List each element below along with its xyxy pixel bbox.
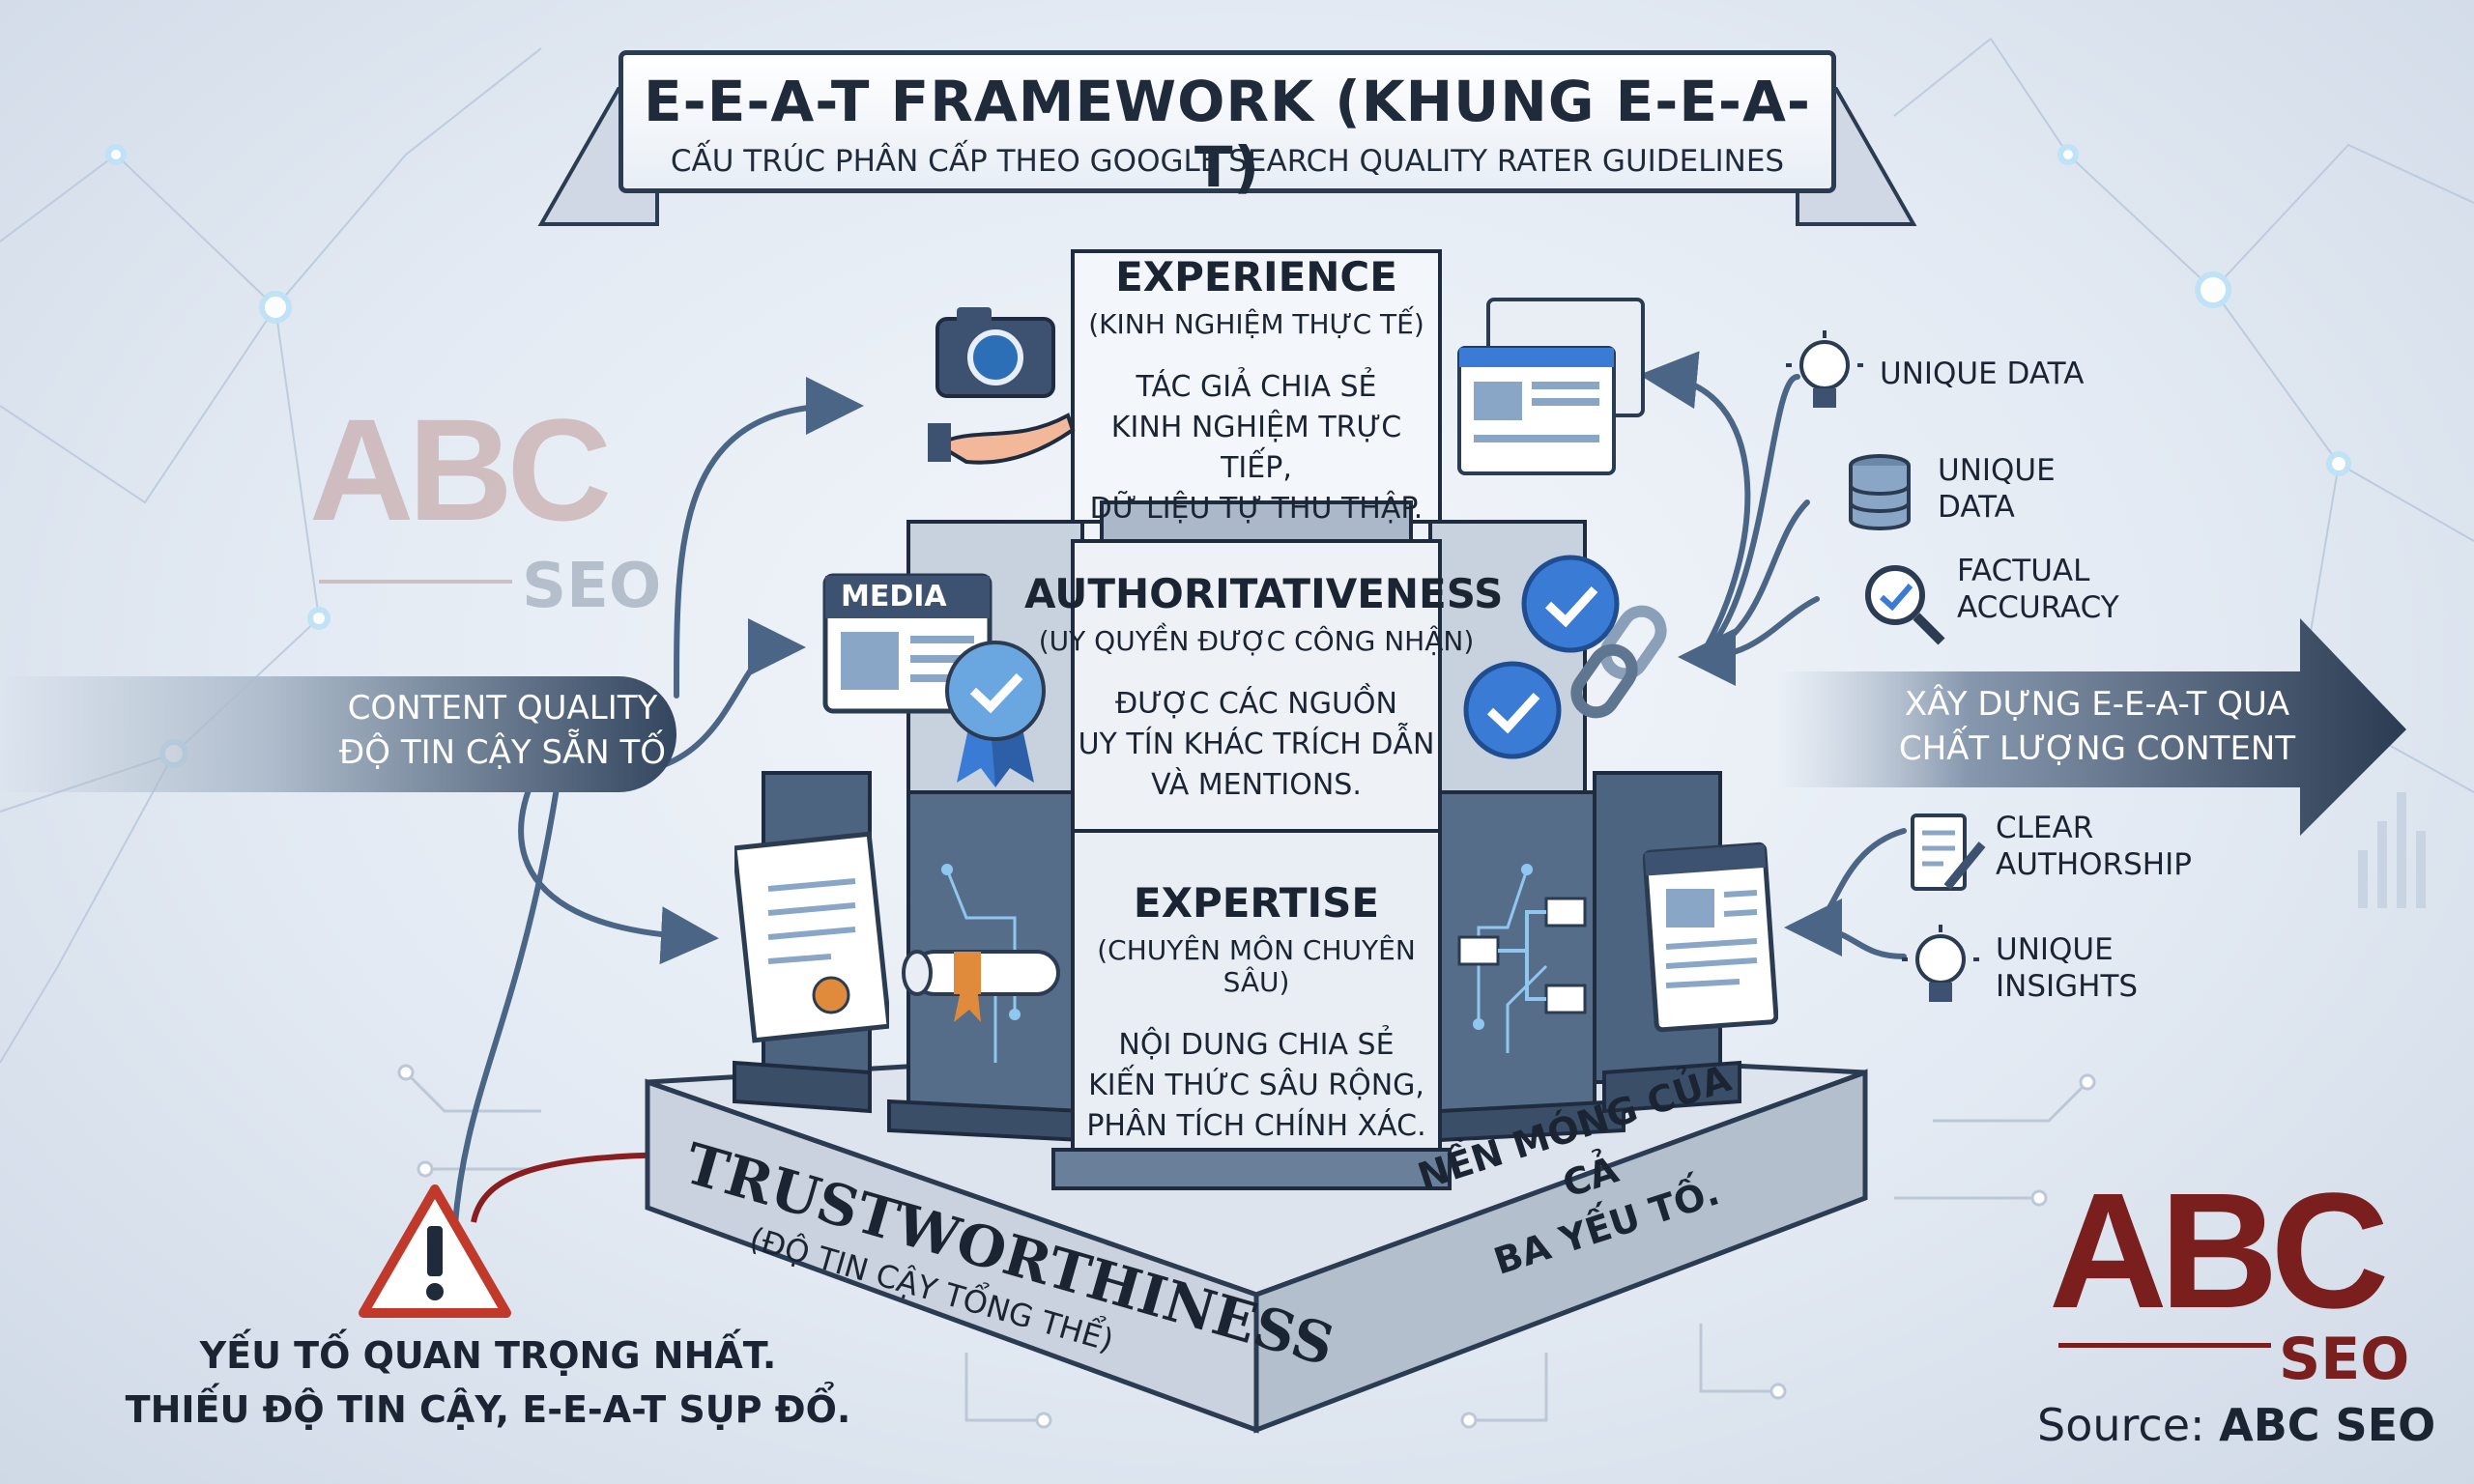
expertise-line: NỘI DUNG CHIA SẺ (1118, 1028, 1395, 1062)
right-item-line: DATA (1938, 490, 2015, 525)
logo-watermark: ABC (309, 388, 612, 551)
content-quality-label: CONTENT QUALITY ĐỘ TIN CẬY SẴN TỐ (309, 686, 696, 775)
build-eeat-line: CHẤT LƯỢNG CONTENT (1898, 729, 2296, 768)
content-quality-line: CONTENT QUALITY (347, 689, 658, 728)
expertise-description: NỘI DUNG CHIA SẺ KIẾN THỨC SÂU RỘNG, PHÂ… (1063, 1025, 1450, 1147)
source-prefix: Source: (2037, 1399, 2205, 1451)
right-item-line: UNIQUE (1938, 453, 2056, 488)
content-quality-bar (0, 676, 676, 792)
authoritativeness-line: VÀ MENTIONS. (1151, 768, 1362, 802)
title-banner: E-E-A-T FRAMEWORK (KHUNG E-E-A-T) CẤU TR… (537, 50, 1917, 226)
right-item-factual-accuracy: FACTUAL ACCURACY (1957, 553, 2119, 626)
verified-check-icon (1521, 555, 1620, 653)
chain-link-icon (1570, 605, 1667, 719)
document-pen-icon (1911, 813, 1986, 891)
experience-panel: EXPERIENCE (KINH NGHIỆM THỰC TẾ) TÁC GIẢ… (1073, 253, 1440, 529)
flowchart-icon (1457, 897, 1587, 1014)
right-item-clear-authorship: CLEAR AUTHORSHIP (1996, 810, 2192, 883)
expertise-line: PHÂN TÍCH CHÍNH XÁC. (1086, 1109, 1426, 1143)
logo-main: ABC (2049, 1159, 2389, 1343)
lightbulb-icon (1902, 925, 1979, 1002)
logo-watermark-sub: SEO (522, 551, 662, 622)
right-item-line: CLEAR (1996, 811, 2094, 845)
expertise-panel: EXPERTISE (CHUYÊN MÔN CHUYÊN SÂU) NỘI DU… (1063, 879, 1450, 1147)
database-icon (1849, 454, 1911, 530)
warning-line: YẾU TỐ QUAN TRỌNG NHẤT. (199, 1334, 777, 1377)
authoritativeness-subheading: (UY QUYỀN ĐƯỢC CÔNG NHẬN) (1038, 625, 1475, 657)
experience-heading: EXPERIENCE (1115, 253, 1397, 300)
camera-hand-icon (928, 307, 1076, 465)
right-item-line: AUTHORSHIP (1996, 847, 2192, 882)
experience-subheading: (KINH NGHIỆM THỰC TẾ) (1088, 308, 1424, 340)
authoritativeness-description: ĐƯỢC CÁC NGUỒN UY TÍN KHÁC TRÍCH DẪN VÀ … (1024, 684, 1488, 806)
right-item-unique-data: UNIQUE DATA (1880, 356, 2084, 392)
right-item-line: INSIGHTS (1996, 969, 2139, 1004)
source-line: Source: ABC SEO (2037, 1399, 2435, 1451)
build-eeat-label: XÂY DỰNG E-E-A-T QUA CHẤT LƯỢNG CONTENT (1875, 682, 2319, 771)
expertise-heading: EXPERTISE (1133, 879, 1380, 927)
warning-icon (359, 1184, 511, 1318)
browser-windows-icon (1457, 298, 1645, 475)
media-label: MEDIA (841, 580, 947, 614)
right-item-line: UNIQUE (1996, 932, 2114, 967)
right-item-line: FACTUAL (1957, 554, 2090, 588)
certificate-icon (734, 831, 889, 1043)
build-eeat-arrow (1778, 618, 2406, 836)
authoritativeness-heading: AUTHORITATIVENESS (1024, 570, 1504, 617)
magnifier-check-icon (1865, 565, 1945, 645)
experience-line: DỮ LIỆU TỰ THU THẬP. (1089, 492, 1424, 526)
logo-line (2058, 1343, 2271, 1348)
source-name: ABC SEO (2219, 1399, 2436, 1451)
logo-sub: SEO (2279, 1326, 2410, 1393)
right-item-unique-data-2: UNIQUE DATA (1938, 452, 2056, 526)
experience-line: KINH NGHIỆM TRỰC TIẾP, (1110, 411, 1402, 485)
experience-line: TÁC GIẢ CHIA SẺ (1136, 370, 1377, 404)
authoritativeness-line: ĐƯỢC CÁC NGUỒN (1115, 687, 1397, 721)
lightbulb-icon (1786, 330, 1863, 408)
experience-description: TÁC GIẢ CHIA SẺ KINH NGHIỆM TRỰC TIẾP, D… (1073, 367, 1440, 529)
award-badge-icon (945, 641, 1046, 787)
page-title: E-E-A-T FRAMEWORK (KHUNG E-E-A-T) (644, 69, 1811, 200)
diploma-scroll-icon (902, 950, 1060, 1022)
banner-panel: E-E-A-T FRAMEWORK (KHUNG E-E-A-T) CẤU TR… (618, 50, 1836, 200)
authoritativeness-panel: AUTHORITATIVENESS (UY QUYỀN ĐƯỢC CÔNG NH… (1024, 570, 1504, 806)
page-subtitle: CẤU TRÚC PHÂN CẤP THEO GOOGLE SEARCH QUA… (670, 144, 1785, 179)
right-item-unique-insights: UNIQUE INSIGHTS (1996, 931, 2138, 1005)
verified-check-icon (1463, 661, 1562, 759)
authoritativeness-line: UY TÍN KHÁC TRÍCH DẪN (1078, 728, 1435, 761)
warning-line: THIẾU ĐỘ TIN CẬY, E-E-A-T SỤP ĐỔ. (125, 1388, 851, 1431)
article-page-icon (1643, 842, 1778, 1033)
expertise-line: KIẾN THỨC SÂU RỘNG, (1088, 1069, 1424, 1102)
logo-divider (319, 580, 512, 584)
build-eeat-line: XÂY DỰNG E-E-A-T QUA (1904, 685, 2290, 724)
expertise-subheading: (CHUYÊN MÔN CHUYÊN SÂU) (1097, 934, 1416, 998)
warning-text: YẾU TỐ QUAN TRỌNG NHẤT. THIẾU ĐỘ TIN CẬY… (116, 1328, 860, 1437)
right-item-line: ACCURACY (1957, 590, 2119, 625)
content-quality-line: ĐỘ TIN CẬY SẴN TỐ (338, 733, 667, 772)
right-item-line: UNIQUE DATA (1880, 357, 2085, 391)
